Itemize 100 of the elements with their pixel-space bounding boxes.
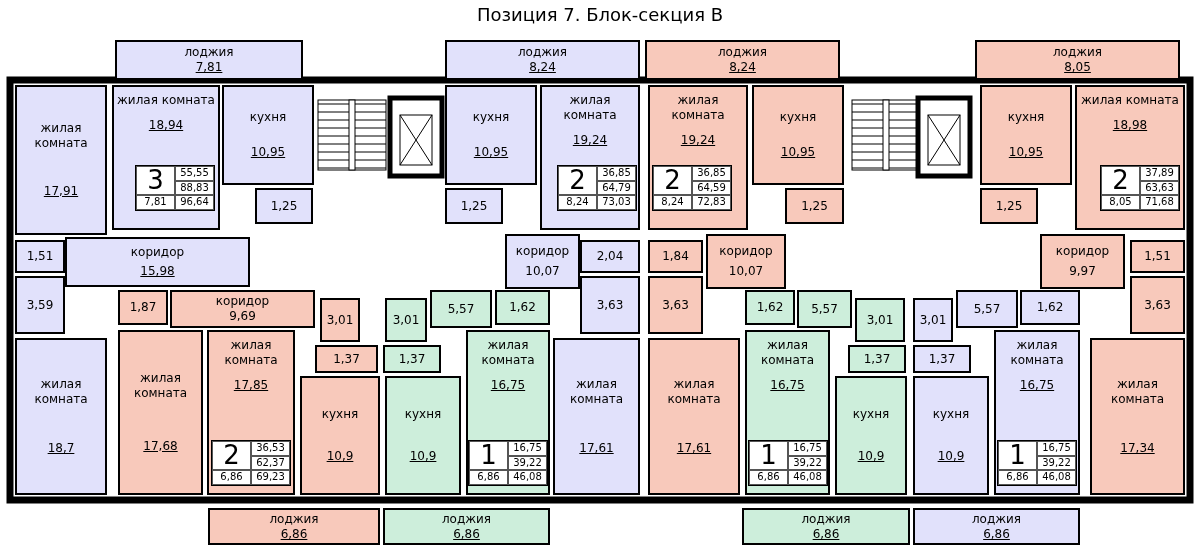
area-value: 62,37 [251,455,290,471]
area-value: 1,62 [756,300,784,315]
room-count: 2 [1101,166,1140,196]
room-area [118,330,203,495]
area-value: 5,57 [447,301,475,317]
room-label: кухня [779,109,817,125]
room-label: кухня [249,109,287,125]
area-value: 39,22 [508,455,547,471]
apartment-summary-table [748,440,828,486]
area-value: 36,53 [251,441,290,456]
room-area [745,290,795,325]
area-value: 8,05 [1101,195,1140,210]
area-value: 6,86 [453,527,480,542]
room-label: жилая комната [666,376,722,407]
room-label: жилая комната [670,93,726,123]
diagram-title: Позиция 7. Блок-секция В [475,4,725,25]
room-area [848,345,906,373]
apartment-summary-table [468,440,548,486]
room-area [553,338,640,495]
room-area [835,376,907,495]
area-value: 10,95 [1008,145,1044,161]
room-area [648,85,748,230]
room-label: коридор [1055,243,1110,259]
room-label: лоджия [971,512,1022,527]
room-label: коридор [719,243,773,259]
area-value: 8,24 [558,195,597,210]
room-label: жилая комната [562,93,618,123]
area-value: 7,81 [195,60,223,76]
room-area [15,338,107,495]
room-count: 1 [749,441,788,471]
room-count: 2 [653,166,692,196]
area-value: 73,03 [597,195,636,210]
room-area [913,298,953,342]
room-area [255,188,313,224]
room-area [15,276,65,334]
area-value: 36,85 [692,166,731,181]
room-area [112,85,220,230]
room-area [742,508,910,545]
room-area [170,290,315,328]
room-label: кухня [472,109,510,125]
area-value: 16,75 [788,441,827,456]
room-label: жилая комната [223,338,279,368]
area-value: 6,86 [212,470,251,485]
room-label: лоджия [184,44,234,60]
area-value: 8,05 [1064,60,1091,76]
area-value: 1,37 [928,351,956,367]
area-value: 8,24 [529,60,556,76]
room-area [1040,234,1125,289]
room-area [540,85,640,230]
room-label: жилая комната [1109,376,1166,407]
room-area [648,240,703,273]
area-value: 64,59 [692,180,731,196]
area-value: 96,64 [175,195,214,210]
area-value: 10,9 [937,449,965,464]
room-count: 1 [469,441,508,471]
area-value: 6,86 [983,527,1010,542]
room-label: жилая комната [33,121,89,152]
area-value: 3,01 [919,312,947,328]
room-area [1075,85,1185,230]
area-value: 3,63 [596,297,624,313]
area-value: 63,63 [1140,180,1179,196]
room-area [65,237,250,287]
area-value: 10,95 [780,145,816,161]
area-value: 10,07 [728,264,764,280]
room-area [207,330,295,495]
area-value: 16,75 [508,441,547,456]
area-value: 17,91 [43,183,79,199]
room-area [222,85,314,185]
room-area [300,376,380,495]
room-label: лоджия [441,512,492,527]
area-value: 17,85 [233,378,269,393]
area-value: 9,97 [1069,264,1096,280]
area-value: 7,81 [136,195,175,210]
area-value: 36,85 [597,166,636,181]
area-value: 19,24 [572,133,608,148]
area-value: 1,84 [662,249,689,264]
room-area [648,276,703,334]
room-area [956,290,1018,328]
area-value: 1,62 [1036,300,1064,315]
room-label: кухня [404,407,442,422]
room-area [445,188,503,224]
room-label: жилая комната [480,338,536,368]
area-value: 1,51 [1144,249,1171,264]
area-value: 1,37 [863,351,891,367]
room-label: кухня [1007,109,1045,125]
area-value: 18,98 [1112,118,1148,133]
area-value: 2,04 [596,249,624,264]
area-value: 5,57 [973,301,1001,317]
area-value: 6,86 [812,527,840,542]
room-area [752,85,844,185]
room-area [1130,276,1185,334]
room-area [430,290,492,328]
area-value: 69,23 [251,470,290,485]
apartment-summary-table [652,165,732,211]
area-value: 46,08 [1037,470,1076,485]
area-value: 55,55 [175,166,214,181]
area-value: 3,01 [326,312,354,328]
area-value: 72,83 [692,195,731,210]
area-value: 18,94 [148,118,184,133]
area-value: 18,7 [47,441,75,457]
